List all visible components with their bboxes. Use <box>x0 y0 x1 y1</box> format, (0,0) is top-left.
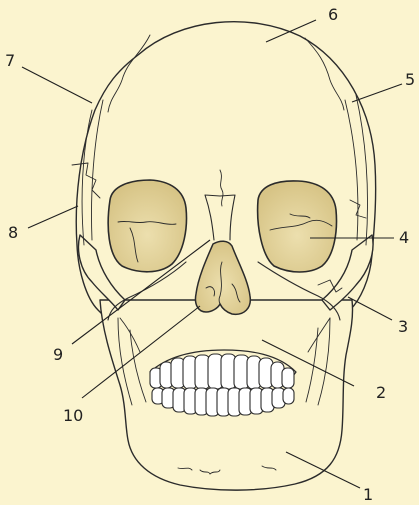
leader-line-3 <box>348 297 392 320</box>
label-8: 8 <box>8 225 18 241</box>
label-5: 5 <box>405 72 415 88</box>
label-10: 10 <box>63 408 83 424</box>
leader-line-8 <box>28 206 78 228</box>
label-9: 9 <box>53 347 63 363</box>
orbit-right <box>258 181 337 272</box>
label-1: 1 <box>363 487 373 503</box>
leader-line-7 <box>22 67 92 103</box>
leader-line-5 <box>352 84 402 102</box>
label-7: 7 <box>5 53 15 69</box>
label-6: 6 <box>328 7 338 23</box>
label-4: 4 <box>399 230 409 246</box>
label-2: 2 <box>376 385 386 401</box>
label-3: 3 <box>398 319 408 335</box>
orbit-left <box>108 180 186 272</box>
